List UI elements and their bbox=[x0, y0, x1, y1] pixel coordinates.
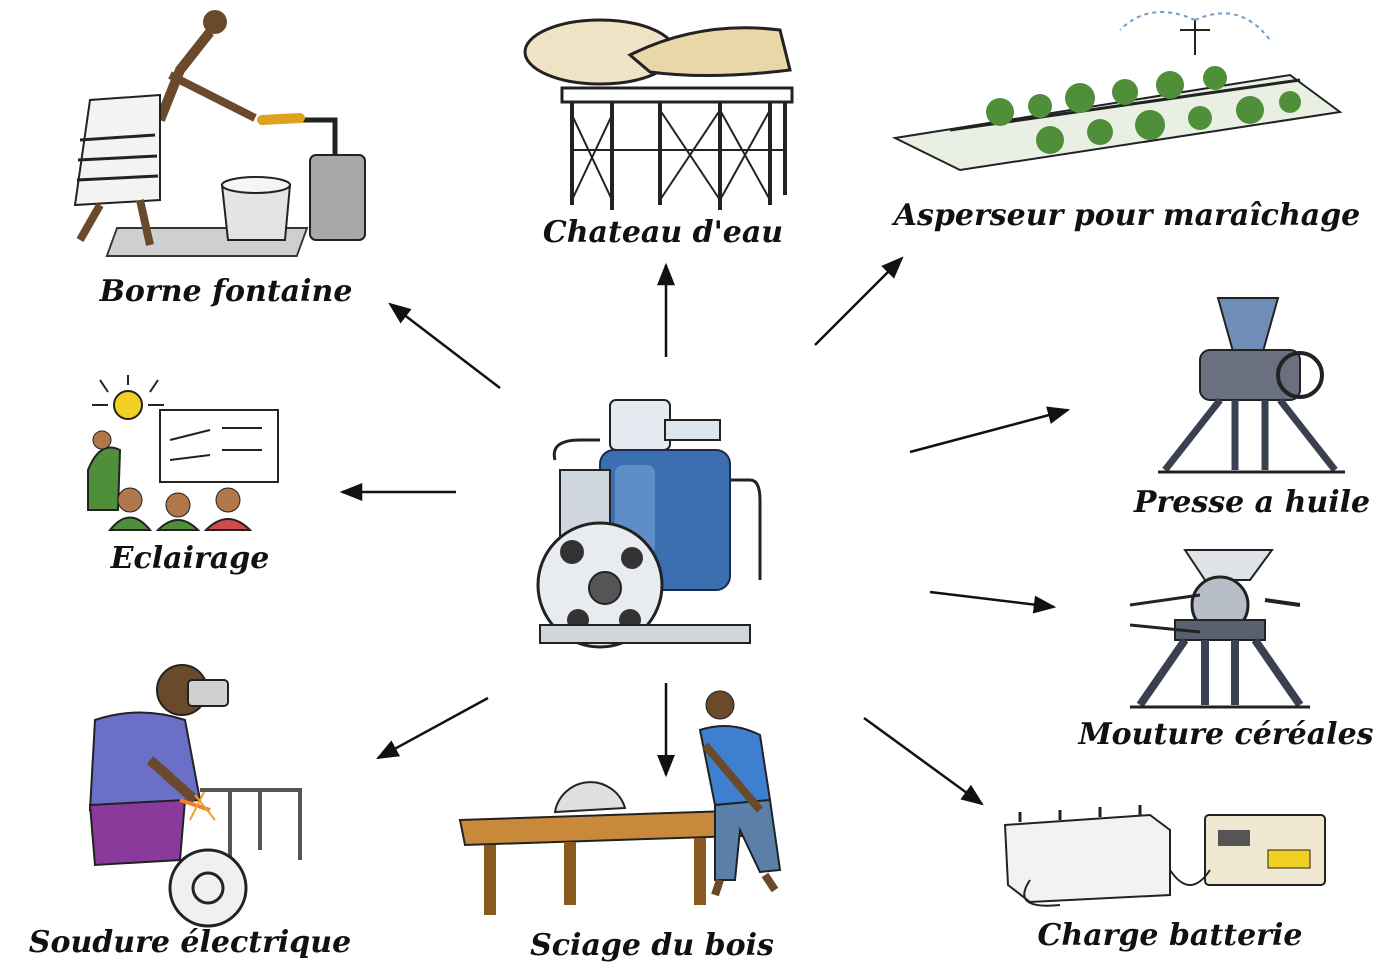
grain-mill-icon bbox=[1130, 550, 1310, 707]
label-asperseur: Asperseur pour maraîchage bbox=[891, 198, 1361, 233]
label-mouture: Mouture céréales bbox=[1077, 717, 1373, 752]
arrow-to-charge-batterie bbox=[864, 718, 982, 804]
light-bulb-icon bbox=[88, 375, 278, 530]
sprinkler-icon bbox=[895, 12, 1340, 170]
water-tower-icon bbox=[525, 20, 792, 210]
label-presse-huile: Presse a huile bbox=[1133, 485, 1370, 520]
label-sciage: Sciage du bois bbox=[530, 928, 774, 963]
label-charge-batterie: Charge batterie bbox=[1038, 918, 1303, 953]
arrow-to-mouture bbox=[930, 592, 1054, 607]
water-tap-icon bbox=[75, 10, 365, 256]
battery-charger-icon bbox=[1005, 805, 1325, 906]
arrow-to-soudure bbox=[378, 698, 488, 758]
saw-table-icon bbox=[460, 691, 780, 915]
label-eclairage: Eclairage bbox=[110, 541, 270, 576]
oil-press-icon bbox=[1158, 298, 1345, 472]
arrow-to-presse-huile bbox=[910, 410, 1068, 452]
arrow-to-asperseur bbox=[815, 258, 902, 345]
diesel-engine-icon bbox=[538, 400, 760, 647]
label-borne-fontaine: Borne fontaine bbox=[99, 274, 353, 309]
arrow-to-borne-fontaine bbox=[390, 304, 500, 388]
label-chateau-eau: Chateau d'eau bbox=[543, 215, 783, 250]
label-soudure: Soudure électrique bbox=[29, 925, 351, 960]
welding-icon bbox=[90, 665, 300, 926]
